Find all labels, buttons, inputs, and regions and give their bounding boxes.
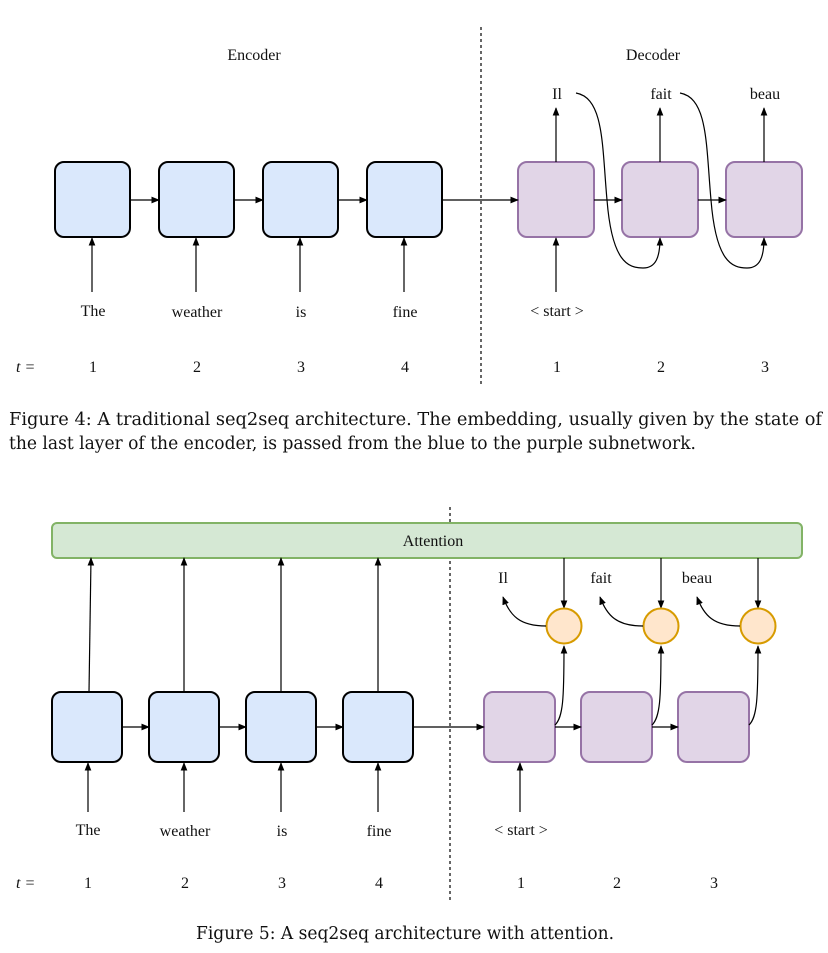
decoder-to-node-arrow-3 <box>748 645 762 726</box>
dec-step-2: 2 <box>657 359 665 376</box>
input-word-1: The <box>76 822 101 839</box>
encoder-block-3 <box>245 691 317 763</box>
output-word-1: Il <box>552 86 562 103</box>
figure-5: Attention <box>16 507 803 944</box>
decoder-to-node-arrow-1 <box>554 645 568 726</box>
enc-step-2: 2 <box>181 875 189 892</box>
dec-step-1: 1 <box>517 875 525 892</box>
decoder-to-node-arrow-2 <box>651 645 665 726</box>
feedback-arrow-2 <box>679 92 768 269</box>
t-label: t = <box>16 359 35 376</box>
encoder-block-2 <box>158 161 235 238</box>
dec-step-3: 3 <box>761 359 769 376</box>
attention-label: Attention <box>403 533 463 550</box>
node-to-output-arrow-2 <box>599 596 644 627</box>
input-word-4: fine <box>393 304 418 321</box>
decoder-block-1 <box>517 161 595 238</box>
encoder-block-1 <box>54 161 131 238</box>
figure-4-caption-line-2: the last layer of the encoder, is passed… <box>9 434 696 454</box>
input-word-3: is <box>296 304 307 321</box>
t-label: t = <box>16 875 35 892</box>
encoder-block-4 <box>366 161 443 238</box>
input-word-1: The <box>81 303 106 320</box>
output-word-3: beau <box>750 86 780 103</box>
figure-4: Encoder Decoder Il fait <box>9 27 824 454</box>
dec-step-1: 1 <box>553 359 561 376</box>
enc-step-4: 4 <box>375 875 383 892</box>
input-word-3: is <box>277 823 288 840</box>
enc-step-2: 2 <box>193 359 201 376</box>
attention-bar <box>51 522 803 559</box>
attention-node-3 <box>739 607 777 645</box>
dec-step-2: 2 <box>613 875 621 892</box>
input-word-2: weather <box>172 304 223 321</box>
decoder-block-1 <box>483 691 556 763</box>
output-word-2: fait <box>650 86 672 103</box>
decoder-title: Decoder <box>626 47 681 64</box>
node-to-output-arrow-3 <box>696 596 741 627</box>
encoder-block-2 <box>148 691 220 763</box>
decoder-block-2 <box>621 161 699 238</box>
encoder-block-1 <box>51 691 123 763</box>
enc-step-4: 4 <box>401 359 409 376</box>
attention-node-2 <box>642 607 680 645</box>
start-token: < start > <box>494 822 548 839</box>
encoder-title: Encoder <box>227 47 281 64</box>
enc-step-1: 1 <box>84 875 92 892</box>
figure-5-caption: Figure 5: A seq2seq architecture with at… <box>196 924 614 944</box>
encoder-to-attention-arrow-1 <box>87 557 95 693</box>
decoder-block-2 <box>580 691 653 763</box>
input-word-2: weather <box>160 823 211 840</box>
enc-step-1: 1 <box>89 359 97 376</box>
start-token: < start > <box>530 303 584 320</box>
decoder-block-3 <box>677 691 750 763</box>
figure-4-caption-line-1: Figure 4: A traditional seq2seq architec… <box>9 410 824 430</box>
output-word-1: Il <box>498 570 508 587</box>
node-to-output-arrow-1 <box>502 596 547 627</box>
encoder-block-3 <box>262 161 339 238</box>
input-word-4: fine <box>367 823 392 840</box>
output-word-3: beau <box>682 570 712 587</box>
enc-step-3: 3 <box>297 359 305 376</box>
dec-step-3: 3 <box>710 875 718 892</box>
attention-node-1 <box>545 607 583 645</box>
encoder-block-4 <box>342 691 414 763</box>
output-word-2: fait <box>590 570 612 587</box>
feedback-arrow-1 <box>575 92 664 269</box>
enc-step-3: 3 <box>278 875 286 892</box>
decoder-block-3 <box>725 161 803 238</box>
